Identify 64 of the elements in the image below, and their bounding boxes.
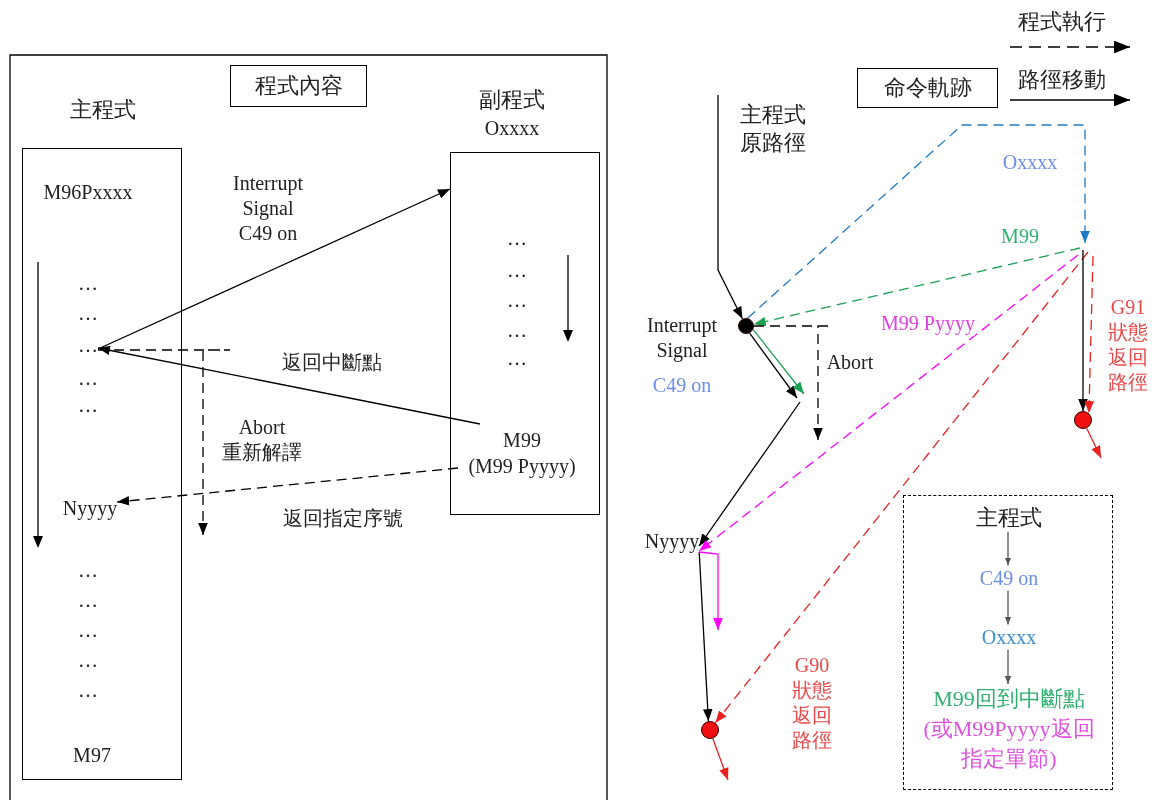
code-line: … (78, 365, 98, 391)
arrow (698, 401, 801, 547)
arrow (717, 94, 744, 320)
code-line: … (78, 300, 98, 326)
title-box: 命令軌跡 (857, 68, 998, 108)
arrow (116, 467, 459, 506)
edge-label: 返回中斷點 (282, 349, 382, 375)
arrow (1004, 589, 1012, 626)
code-label: … (78, 332, 98, 358)
point-label: Interrupt Signal (646, 313, 718, 363)
path-point (1074, 411, 1092, 429)
arrow (748, 332, 798, 399)
arrow (1078, 249, 1088, 412)
code-line: … (507, 225, 527, 251)
arrow (746, 124, 1090, 319)
edge-label: 返回指定序號 (283, 505, 403, 531)
arrow (714, 251, 1089, 724)
edge-label: 主程式原路徑 (738, 100, 808, 156)
code-line: … (78, 677, 98, 703)
arrow (753, 247, 1081, 327)
code-line: M96Pxxxx (43, 179, 133, 205)
arrow (698, 551, 713, 722)
code-label: Nyyyy (644, 528, 700, 554)
code-label: 主程式 (976, 504, 1042, 532)
code-label: Nyyyy (62, 495, 118, 521)
arrow (1084, 255, 1094, 414)
box-heading: 副程式 (479, 86, 545, 114)
note-box (903, 495, 1113, 790)
path-point (738, 318, 754, 334)
path-point (701, 721, 719, 739)
arrow (698, 254, 1079, 552)
code-label: C49 on (979, 565, 1039, 591)
arrow (1004, 531, 1012, 567)
legend-label: 程式執行 (1018, 8, 1106, 36)
arrow (1004, 648, 1012, 685)
arrow (97, 345, 481, 425)
code-line: M99 (503, 427, 541, 453)
arrow (97, 188, 451, 350)
code-line: … (507, 287, 527, 313)
code-line: … (78, 557, 98, 583)
arrow (97, 349, 231, 536)
arrow (1086, 427, 1102, 459)
code-line: … (507, 257, 527, 283)
code-line: … (78, 392, 98, 418)
box-heading: Oxxxx (484, 115, 540, 141)
arrow (753, 325, 831, 441)
title-box: 程式內容 (230, 65, 367, 107)
code-line: … (78, 647, 98, 673)
note-line: M99回到中斷點 (932, 685, 1086, 713)
arrow (712, 737, 729, 781)
code-line: … (507, 345, 527, 371)
point-label: C49 on (652, 372, 712, 398)
note-line: (或M99Pyyyy返回指定單節) (922, 715, 1096, 773)
code-line: … (507, 317, 527, 343)
arrow (752, 328, 805, 395)
code-line: M97 (73, 742, 111, 768)
code-line: (M99 Pyyyy) (468, 453, 576, 479)
arrow (698, 551, 723, 631)
code-label: Oxxxx (981, 624, 1037, 650)
code-line: … (78, 617, 98, 643)
box-heading: 主程式 (70, 96, 136, 124)
code-line: … (78, 587, 98, 613)
legend-label: 路徑移動 (1018, 66, 1106, 94)
code-line: … (78, 270, 98, 296)
